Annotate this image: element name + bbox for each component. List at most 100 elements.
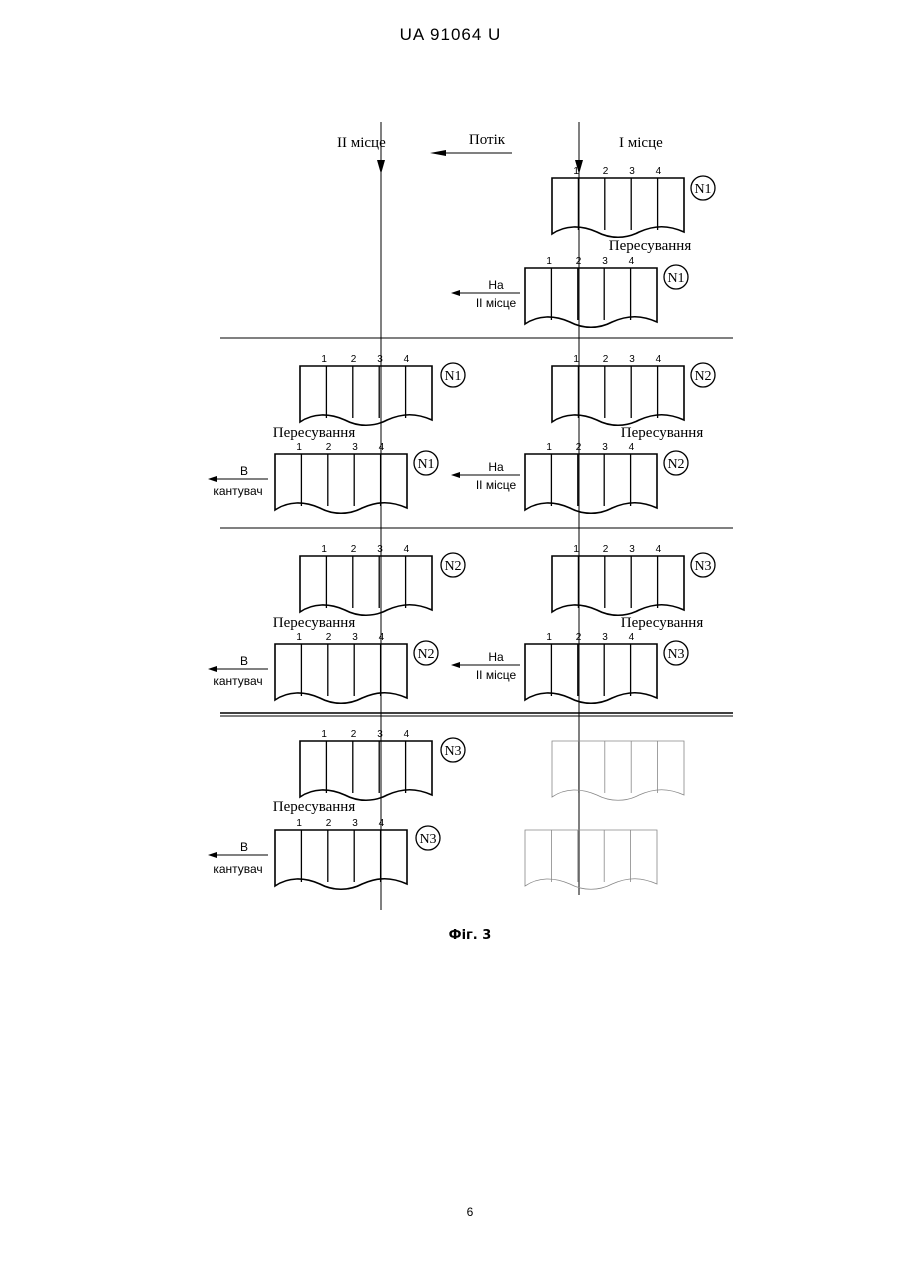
- plate-to-turner: [275, 644, 407, 703]
- batch-badge-left: N2: [441, 553, 465, 577]
- slot-number: 2: [576, 442, 582, 453]
- slot-number: 4: [379, 632, 385, 643]
- plate-outline: [275, 644, 407, 703]
- to-place-ii-label-1: На: [488, 278, 504, 292]
- move-label: Пересування: [621, 615, 704, 631]
- batch-label: N2: [694, 369, 711, 384]
- plate-outline: [525, 454, 657, 513]
- slot-number: 2: [351, 354, 357, 365]
- slot-number: 3: [352, 442, 358, 453]
- slot-number: 3: [629, 166, 635, 177]
- slot-number: 2: [603, 544, 609, 555]
- batch-badge-n3: N3: [441, 738, 465, 762]
- slot-number: 3: [629, 354, 635, 365]
- to-turner-arrow: [208, 476, 268, 482]
- slot-number: 1: [573, 166, 579, 177]
- empty-plate-place-i: [552, 741, 684, 800]
- slot-number: 1: [296, 632, 302, 643]
- batch-label: N2: [417, 647, 434, 662]
- slot-number: 4: [379, 818, 385, 829]
- plate-outline: [552, 366, 684, 425]
- to-turner-label-1: В: [240, 654, 248, 668]
- batch-badge-right: N2: [691, 363, 715, 387]
- plate-outline: [300, 741, 432, 800]
- batch-label: N1: [417, 457, 434, 472]
- slot-number: 2: [326, 442, 332, 453]
- slot-number: 1: [573, 354, 579, 365]
- slot-number: 4: [404, 354, 410, 365]
- batch-badge-left: N1: [441, 363, 465, 387]
- move-label: Пересування: [273, 425, 356, 441]
- batch-badge-right: N2: [664, 451, 688, 475]
- flow-label: Потік: [469, 132, 506, 148]
- batch-badge-n1: N1: [664, 265, 688, 289]
- move-label: Пересування: [621, 425, 704, 441]
- to-turner-label-2: кантувач: [213, 674, 262, 688]
- plate-outline: [300, 366, 432, 425]
- to-place-ii-label-2: II місце: [476, 668, 517, 682]
- slot-number: 4: [656, 354, 662, 365]
- slot-number: 3: [377, 544, 383, 555]
- to-place-ii-label-2: II місце: [476, 478, 517, 492]
- plate-moving: [525, 454, 657, 513]
- plate-outline: [275, 454, 407, 513]
- slot-number: 4: [404, 544, 410, 555]
- slot-number: 2: [603, 354, 609, 365]
- slot-number: 3: [352, 818, 358, 829]
- flow-arrow: [430, 150, 512, 156]
- to-turner-label-1: В: [240, 840, 248, 854]
- to-turner-arrow: [208, 852, 268, 858]
- to-place-ii-label-1: На: [488, 650, 504, 664]
- to-place-ii-label-2: II місце: [476, 296, 517, 310]
- slot-number: 1: [321, 354, 327, 365]
- slot-number: 3: [602, 442, 608, 453]
- plate-outline: [525, 268, 657, 327]
- place-ii-label: II місце: [337, 135, 386, 151]
- batch-label: N1: [444, 369, 461, 384]
- slot-number: 4: [656, 166, 662, 177]
- batch-badge-right: N3: [691, 553, 715, 577]
- to-turner-label-1: В: [240, 464, 248, 478]
- plate-at-place-i: [552, 556, 684, 615]
- batch-badge-left: N1: [414, 451, 438, 475]
- batch-label: N3: [419, 832, 436, 847]
- to-turner-label-2: кантувач: [213, 862, 262, 876]
- move-label: Пересування: [273, 799, 356, 815]
- slot-number: 2: [576, 632, 582, 643]
- empty-plate-moving: [525, 830, 657, 889]
- slot-number: 3: [377, 729, 383, 740]
- figure-caption: Фіг. 3: [0, 928, 901, 943]
- plate-n1-at-place-i: [552, 178, 684, 237]
- slot-number: 2: [351, 544, 357, 555]
- slot-number: 3: [602, 632, 608, 643]
- slot-number: 3: [352, 632, 358, 643]
- slot-number: 1: [573, 544, 579, 555]
- slot-number: 2: [603, 166, 609, 177]
- to-place-ii-label-1: На: [488, 460, 504, 474]
- plate-to-turner: [275, 454, 407, 513]
- slot-number: 1: [546, 632, 552, 643]
- batch-label: N1: [667, 271, 684, 286]
- plate-outline: [552, 556, 684, 615]
- batch-badge-right: N3: [664, 641, 688, 665]
- place-i-label: I місце: [619, 135, 663, 151]
- batch-label: N3: [444, 744, 461, 759]
- batch-label: N2: [444, 559, 461, 574]
- slot-number: 4: [656, 544, 662, 555]
- slot-number: 1: [296, 442, 302, 453]
- to-turner-label-2: кантувач: [213, 484, 262, 498]
- page-number: 6: [0, 1205, 901, 1219]
- batch-label: N3: [694, 559, 711, 574]
- place-ii-arrow: [377, 160, 385, 174]
- slot-number: 1: [321, 729, 327, 740]
- plate-outline: [275, 830, 407, 889]
- batch-label: N3: [667, 647, 684, 662]
- batch-badge-n3: N3: [416, 826, 440, 850]
- move-label: Пересування: [609, 238, 692, 254]
- plate-outline: [552, 741, 684, 800]
- plate-outline: [552, 178, 684, 237]
- batch-label: N2: [667, 457, 684, 472]
- batch-badge-n1: N1: [691, 176, 715, 200]
- slot-number: 1: [296, 818, 302, 829]
